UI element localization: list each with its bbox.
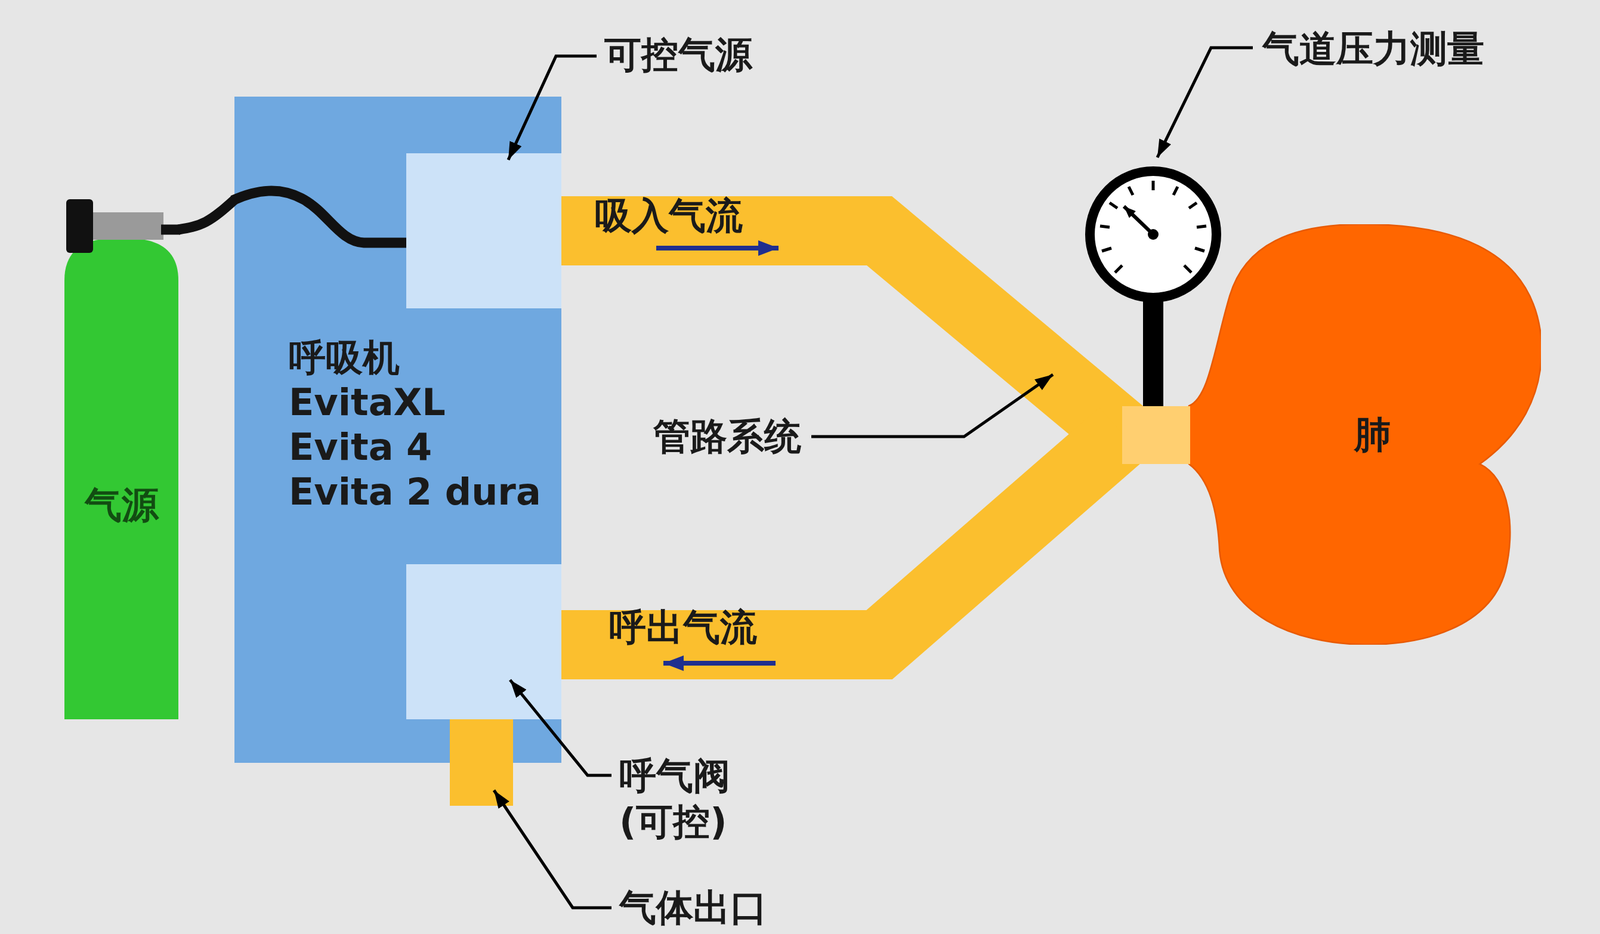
leader-line [493, 790, 612, 908]
gauge-tick [1109, 202, 1118, 209]
callout-label: 气体出口 [619, 886, 768, 929]
node-text: EvitaXL [288, 380, 446, 425]
internal-hose [232, 190, 407, 243]
gauge-tick [1194, 248, 1205, 252]
gauge-needle [1123, 206, 1154, 235]
cylinder-valve [91, 212, 164, 240]
gas-source-module [406, 153, 562, 309]
callout-label: 气道压力测量 [1262, 27, 1485, 70]
node-text: Evita 2 dura [288, 469, 542, 515]
gauge-tick [1151, 180, 1155, 191]
gauge-tick [1100, 226, 1110, 228]
node-text: Evita 4 [288, 424, 432, 470]
exhalation-valve-module [406, 564, 562, 720]
callout-label: 呼气阀 (可控) [619, 752, 742, 845]
node-text: 肺 [1354, 413, 1392, 456]
node-text: 呼吸机 [288, 335, 400, 381]
ventilator-box: 呼吸机EvitaXLEvita 4Evita 2 dura [234, 96, 562, 764]
valve-knob [66, 199, 94, 253]
inspiratory-tube [561, 230, 1123, 434]
gauge-ticks [1100, 180, 1207, 273]
gauge-tick [1128, 186, 1133, 196]
leader-line [1157, 47, 1253, 158]
gauge-tick [1101, 248, 1112, 252]
flow-label: 呼出气流 [609, 606, 758, 649]
gauge-tick [1184, 265, 1192, 273]
hose-stub [161, 224, 181, 236]
flow-arrow [663, 660, 776, 666]
pressure-gauge [1089, 171, 1217, 298]
leader-lines [493, 47, 1253, 908]
callout-label: 可控气源 [604, 33, 753, 76]
lung-body [1188, 224, 1541, 645]
leader-line [508, 56, 597, 160]
lung-shape: 肺 [1122, 224, 1541, 645]
gauge-tick [1173, 186, 1178, 196]
gas-hose [178, 199, 235, 230]
cylinder-body [64, 238, 179, 720]
gas-outlet [449, 719, 514, 806]
node-text: 气源 [84, 483, 159, 527]
tube-connector [1122, 406, 1191, 465]
gauge-tick [1114, 265, 1123, 273]
flow-label: 吸入气流 [594, 194, 743, 237]
callout-label: 管路系统 [653, 415, 802, 458]
gauge-hub [1147, 229, 1159, 240]
gauge-tick [1188, 202, 1197, 209]
leader-line [510, 680, 612, 776]
leader-line [811, 374, 1053, 437]
gas-cylinder: 气源 [64, 199, 179, 720]
gauge-stem [1143, 286, 1164, 413]
gauge-tick [1196, 226, 1207, 228]
lung-outline [1122, 224, 1541, 645]
flow-arrow [656, 245, 779, 251]
